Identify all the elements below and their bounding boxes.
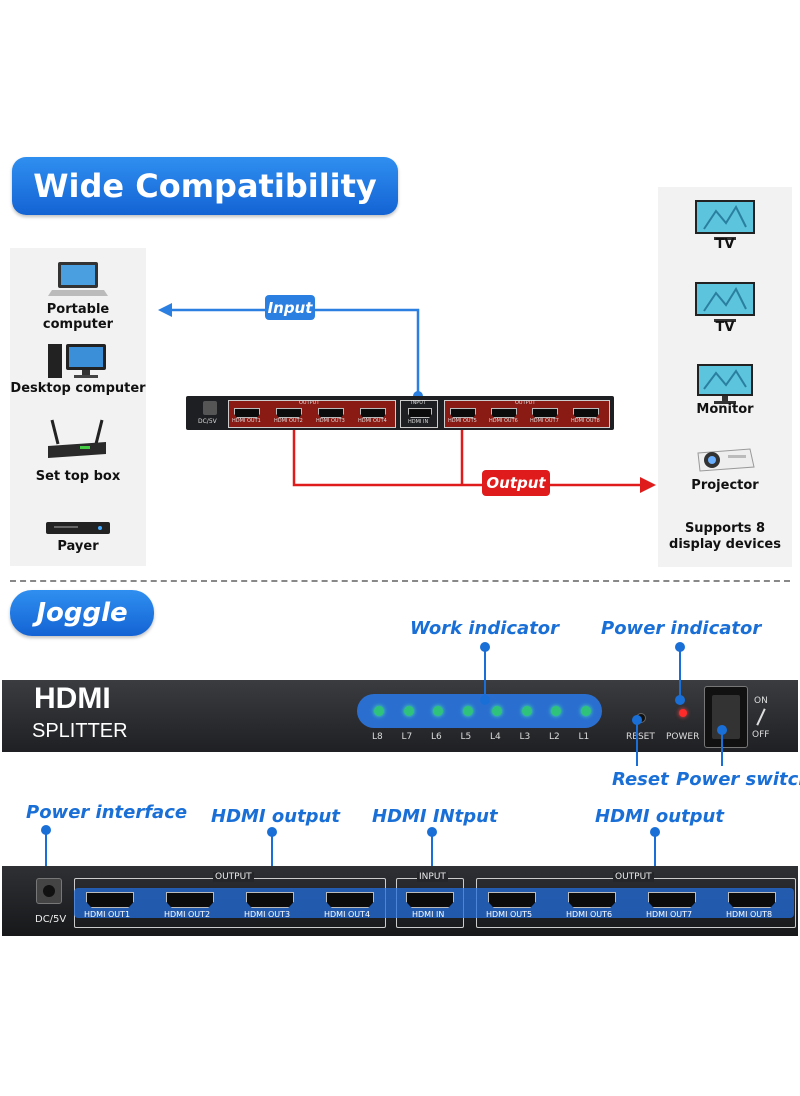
power-switch-callout: Power switch (676, 769, 800, 790)
display-label: TV (715, 237, 735, 252)
hdmi-output-port[interactable] (491, 408, 517, 418)
port-label: HDMI OUT5 (486, 910, 533, 919)
work-led-l6 (433, 706, 443, 716)
dc-label: DC/5V (198, 418, 217, 425)
hdmi-output-port[interactable] (648, 892, 696, 908)
work-led-l8 (374, 706, 384, 716)
hdmi-output-port[interactable] (728, 892, 776, 908)
dvd-player-icon (44, 518, 112, 538)
work-led-l7 (403, 706, 414, 716)
port-label: HDMI OUT7 (530, 418, 559, 424)
display-label: Monitor (696, 402, 754, 417)
port-label: HDMI OUT4 (324, 910, 371, 919)
hdmi-input-port[interactable] (408, 408, 432, 418)
dc-label: DC/5V (35, 914, 67, 925)
desktop-icon (46, 340, 110, 380)
projector-icon (694, 443, 756, 477)
off-label: OFF (752, 730, 770, 740)
hdmi-output-port[interactable] (488, 892, 536, 908)
hdmi-output-port[interactable] (450, 408, 476, 418)
port-label: HDMI OUT1 (84, 910, 131, 919)
power-interface-callout: Power interface (26, 802, 188, 823)
port-label: HDMI OUT3 (244, 910, 291, 919)
displays-note: Supports 8 display devices (669, 521, 781, 552)
port-label: HDMI OUT6 (566, 910, 613, 919)
led-label: L6 (431, 732, 442, 742)
hdmi-output-right-callout: HDMI output (595, 806, 724, 827)
work-led-l2 (551, 706, 561, 716)
hdmi-output-port[interactable] (246, 892, 294, 908)
reset-label: RESET (626, 732, 655, 742)
port-label: HDMI OUT2 (164, 910, 211, 919)
hdmi-input-callout: HDMI INtput (372, 806, 498, 827)
work-indicator-callout: Work indicator (410, 618, 560, 639)
hdmi-output-port[interactable] (568, 892, 616, 908)
source-devices-panel: Portable computer Desktop computer Set t… (10, 248, 146, 566)
port-label: HDMI OUT5 (448, 418, 477, 424)
port-label: HDMI OUT6 (489, 418, 518, 424)
tv-icon (694, 199, 756, 243)
power-jack (203, 401, 217, 415)
hdmi-output-port[interactable] (326, 892, 374, 908)
port-label: HDMI OUT3 (316, 418, 345, 424)
hdmi-output-left-callout: HDMI output (211, 806, 340, 827)
led-label: L7 (401, 732, 413, 742)
reset-callout: Reset (612, 769, 669, 790)
hdmi-output-port[interactable] (166, 892, 214, 908)
display-label: TV (715, 320, 735, 335)
settop-box-icon (44, 418, 110, 462)
tv-icon (694, 281, 756, 325)
hdmi-output-port[interactable] (86, 892, 134, 908)
laptop-icon (48, 260, 108, 300)
input-group: INPUT HDMI IN (400, 400, 438, 428)
hdmi-output-port[interactable] (360, 408, 386, 418)
hdmi-output-port[interactable] (573, 408, 599, 418)
port-label: HDMI IN (412, 910, 445, 919)
work-led-l5 (462, 706, 473, 716)
display-devices-panel: TV TV Monitor Projector Supports 8 displ… (658, 187, 792, 567)
port-label: HDMI OUT8 (571, 418, 600, 424)
front-panel: HDMI SPLITTER RESET POWER ON OFF L8 L7 L6 L… (2, 680, 798, 752)
display-label: Projector (691, 478, 759, 493)
monitor-icon (696, 363, 754, 405)
port-label: HDMI OUT4 (358, 418, 387, 424)
hdmi-output-port[interactable] (234, 408, 260, 418)
wide-compatibility-heading: Wide Compatibility (12, 157, 398, 215)
hdmi-input-port[interactable] (406, 892, 454, 908)
led-label: L2 (549, 732, 560, 742)
hdmi-output-port[interactable] (532, 408, 558, 418)
power-indicator-callout: Power indicator (601, 618, 762, 639)
brand-text: HDMI (34, 682, 111, 715)
power-led (679, 709, 687, 717)
power-label: POWER (666, 732, 700, 742)
source-label: Portable computer (42, 302, 114, 332)
led-strip (357, 694, 602, 728)
led-label: L4 (490, 732, 501, 742)
hdmi-output-port[interactable] (318, 408, 344, 418)
output-tag: Output (482, 470, 550, 496)
led-label: L8 (372, 732, 383, 742)
port-label: HDMI OUT8 (726, 910, 773, 919)
joggle-heading: Joggle (10, 590, 154, 636)
led-label: L1 (578, 732, 590, 742)
source-label: Set top box (35, 469, 121, 484)
work-led-l1 (580, 706, 591, 716)
dc-power-jack (36, 878, 62, 904)
work-led-l4 (492, 706, 502, 716)
work-led-l3 (521, 706, 532, 716)
section-divider (10, 580, 790, 582)
port-label: HDMI OUT1 (232, 418, 261, 424)
led-label: L5 (460, 732, 472, 742)
port-label: HDMI OUT7 (646, 910, 693, 919)
input-tag: Input (265, 295, 315, 320)
hdmi-output-port[interactable] (276, 408, 302, 418)
port-label: HDMI OUT2 (274, 418, 303, 424)
source-label: Payer (57, 539, 99, 554)
small-splitter: DC/5V OUTPUT INPUT HDMI IN OUTPUT HDMI O… (186, 396, 614, 430)
model-text: SPLITTER (32, 720, 128, 742)
source-label: Desktop computer (10, 381, 146, 396)
led-label: L3 (519, 732, 531, 742)
on-label: ON (754, 696, 768, 706)
